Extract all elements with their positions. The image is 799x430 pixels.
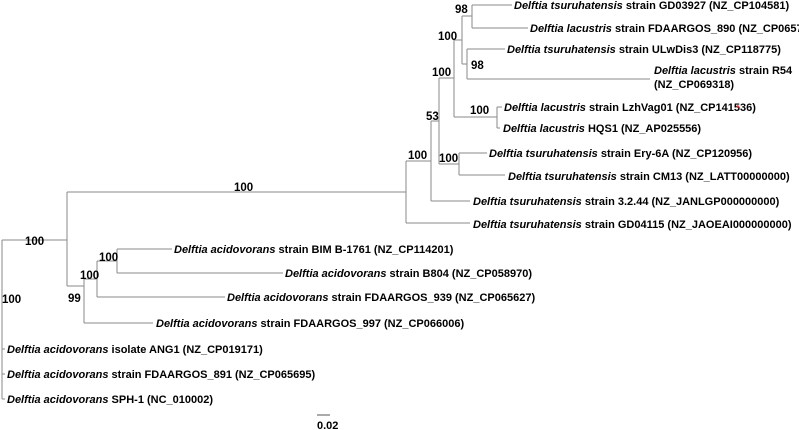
leaf-label-b804: Delftia acidovorans strain B804 (NZ_CP05… — [285, 268, 532, 280]
leaf-strain: strain 3.2.44 (NZ_JANLGP000000000) — [582, 196, 780, 208]
leaf-label-lzhvag01: Delftia lacustris strain LzhVag01 (NZ_CP… — [504, 102, 756, 114]
highlight-marker-dot: • — [736, 102, 740, 113]
leaf-species: Delftia acidovorans — [285, 268, 386, 280]
leaf-species: Delftia tsuruhatensis — [508, 171, 617, 183]
leaf-strain: HQS1 (NZ_AP025556) — [585, 123, 701, 135]
leaf-strain: strain LzhVag01 (NZ_CP141536) — [586, 102, 756, 114]
bootstrap-n-bim-b804: 100 — [99, 252, 118, 264]
leaf-species: Delftia tsuruhatensis — [507, 44, 616, 56]
leaf-strain: strain B804 (NZ_CP058970) — [386, 268, 532, 280]
bootstrap-n-ulw-r54: 98 — [471, 60, 484, 72]
bootstrap-n-lzh-hqs1: 100 — [470, 105, 489, 117]
leaf-strain: strain FDAARGOS_890 (NZ_CP065748) — [612, 23, 799, 35]
leaf-species: Delftia lacustris — [654, 65, 736, 77]
leaf-strain: isolate ANG1 (NZ_CP019171) — [108, 344, 263, 356]
leaf-label-gd03927: Delftia tsuruhatensis strain GD03927 (NZ… — [514, 0, 789, 12]
leaf-strain: strain CM13 (NZ_LATT00000000) — [617, 171, 790, 183]
leaf-species: Delftia tsuruhatensis — [473, 219, 582, 231]
leaf-species: Delftia tsuruhatensis — [514, 0, 623, 12]
leaf-label-ery6a: Delftia tsuruhatensis strain Ery-6A (NZ_… — [489, 148, 752, 160]
scale-bar: 0.02 — [317, 414, 338, 430]
leaf-label-s3244: Delftia tsuruhatensis strain 3.2.44 (NZ_… — [473, 196, 780, 208]
leaf-strain: SPH-1 (NC_010002) — [108, 394, 213, 406]
bootstrap-n-tsuruh-top: 100 — [438, 31, 457, 43]
tree-branches — [1, 4, 650, 400]
leaf-species: Delftia acidovorans — [174, 244, 275, 256]
leaf-species: Delftia acidovorans — [227, 292, 328, 304]
leaf-label-cm13: Delftia tsuruhatensis strain CM13 (NZ_LA… — [508, 171, 790, 183]
leaf-strain: strain FDAARGOS_939 (NZ_CP065627) — [328, 292, 535, 304]
leaf-strain: strain ULwDis3 (NZ_CP118775) — [616, 44, 781, 56]
leaf-label-hqs1: Delftia lacustris HQS1 (NZ_AP025556) — [503, 123, 701, 135]
bootstrap-n-acidovorans-subclade: 99 — [68, 293, 81, 305]
leaf-label-r54-line2: (NZ_CP069318) — [654, 79, 734, 91]
leaf-labels: Delftia tsuruhatensis strain GD03927 (NZ… — [7, 0, 799, 406]
leaf-label-fdaargos890: Delftia lacustris strain FDAARGOS_890 (N… — [530, 23, 799, 35]
leaf-species: Delftia tsuruhatensis — [473, 196, 582, 208]
scale-bar-label: 0.02 — [317, 420, 338, 430]
leaf-strain: strain Ery-6A (NZ_CP120956) — [598, 148, 753, 160]
leaf-label-r54: Delftia lacustris strain R54 — [654, 65, 793, 77]
leaf-strain: strain GD03927 (NZ_CP104581) — [623, 0, 790, 12]
bootstrap-n-root-lower: 100 — [2, 294, 21, 306]
leaf-label-ulwdis3: Delftia tsuruhatensis strain ULwDis3 (NZ… — [507, 44, 781, 56]
leaf-label-sph1: Delftia acidovorans SPH-1 (NC_010002) — [7, 394, 213, 406]
bootstrap-n-gd03927-lac890: 98 — [455, 4, 468, 16]
bootstrap-n-ery-cm13: 100 — [439, 153, 458, 165]
leaf-strain: strain R54 — [736, 65, 793, 77]
leaf-species: Delftia acidovorans — [7, 369, 108, 381]
leaf-strain: strain BIM B-1761 (NZ_CP114201) — [275, 244, 453, 256]
leaf-label-fdaargos939: Delftia acidovorans strain FDAARGOS_939 … — [227, 292, 535, 304]
leaf-species: Delftia tsuruhatensis — [489, 148, 598, 160]
leaf-label-bimb1761: Delftia acidovorans strain BIM B-1761 (N… — [174, 244, 454, 256]
leaf-species: Delftia acidovorans — [7, 344, 108, 356]
leaf-species: Delftia lacustris — [504, 102, 586, 114]
leaf-species: Delftia acidovorans — [156, 318, 257, 330]
bootstrap-n-lacustris-group: 100 — [432, 67, 451, 79]
bootstrap-n-bim-b804-939: 100 — [80, 270, 99, 282]
leaf-strain: strain GD04115 (NZ_JAOEAI000000000) — [582, 219, 792, 231]
leaf-species: Delftia lacustris — [503, 123, 585, 135]
leaf-strain: strain FDAARGOS_891 (NZ_CP065695) — [108, 369, 315, 381]
bootstrap-n-root-upper: 100 — [25, 236, 44, 248]
leaf-label-fdaargos891: Delftia acidovorans strain FDAARGOS_891 … — [7, 369, 315, 381]
bootstrap-n-upper-core: 53 — [426, 111, 439, 123]
leaf-label-ang1: Delftia acidovorans isolate ANG1 (NZ_CP0… — [7, 344, 263, 356]
bootstrap-n-deep-split: 100 — [234, 182, 253, 194]
leaf-species: Delftia acidovorans — [7, 394, 108, 406]
bootstrap-n-tsuruhatensis-clade: 100 — [408, 150, 427, 162]
leaf-label-gd04115: Delftia tsuruhatensis strain GD04115 (NZ… — [473, 219, 792, 231]
leaf-strain: strain FDAARGOS_997 (NZ_CP066006) — [257, 318, 464, 330]
leaf-label-fdaargos997: Delftia acidovorans strain FDAARGOS_997 … — [156, 318, 464, 330]
leaf-species: Delftia lacustris — [530, 23, 612, 35]
